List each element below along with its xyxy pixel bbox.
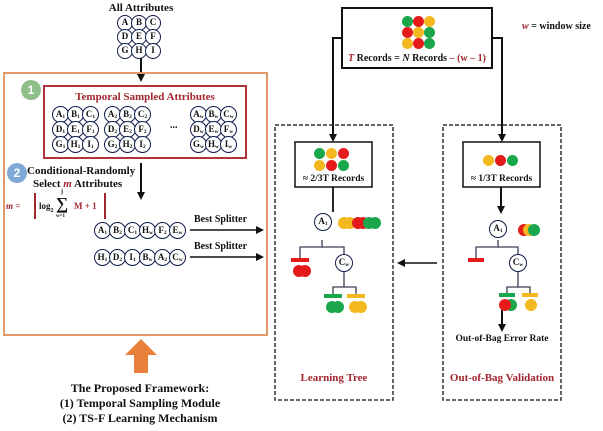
best-splitter-label-2: Best Splitter <box>194 241 248 252</box>
attribute-node: Cw <box>169 249 186 266</box>
attributes-text: Attributes <box>71 178 123 190</box>
yellow-record-dot <box>326 148 337 159</box>
lt-tree-edges <box>299 240 357 294</box>
floor-right <box>104 193 106 219</box>
attribute-node: I2 <box>134 136 151 153</box>
yellow-record-dot <box>413 27 424 38</box>
records-tail: – (w – 1) <box>449 53 486 64</box>
attribute-node: I1 <box>82 136 99 153</box>
red-record-dot <box>402 27 413 38</box>
green-record-dot <box>507 155 518 166</box>
t-var: T <box>348 53 355 64</box>
attribute-node: Bw <box>205 106 222 123</box>
lt-records-label: ≈ 2/3T Records <box>302 174 365 184</box>
green-record-dot <box>402 16 413 27</box>
learning-tree-panel <box>274 124 394 401</box>
attribute-node: C1 <box>82 106 99 123</box>
red-record-dot <box>338 148 349 159</box>
window-size-legend: w = window size <box>522 21 591 32</box>
attribute-node: I <box>145 43 161 59</box>
lt-leaf-bar-yellow <box>347 294 365 298</box>
oob-leaf-bar-red <box>468 258 484 262</box>
all-attributes-title: All Attributes <box>108 2 174 14</box>
lt-leaf-bar-green <box>324 294 342 298</box>
floor-left <box>34 193 36 219</box>
orange-up-arrow <box>125 339 157 373</box>
green-record-dot <box>424 27 435 38</box>
select-text: Select <box>33 178 64 190</box>
oob-error-rate-label: Out-of-Bag Error Rate <box>455 334 549 344</box>
attribute-node: D2 <box>104 121 121 138</box>
oob-validation-title: Out-of-Bag Validation <box>449 372 555 384</box>
formula-rhs: M + 1 <box>74 201 97 211</box>
lt-leaf-bar-red <box>291 258 309 262</box>
oob-root-node: A1 <box>489 220 507 238</box>
learning-tree-title: Learning Tree <box>300 372 368 384</box>
yellow-record-dot <box>402 38 413 49</box>
connector-right <box>492 37 503 140</box>
connector-left <box>332 37 342 140</box>
attribute-node: Gw <box>190 136 207 153</box>
framework-caption: The Proposed Framework: (1) Temporal Sam… <box>40 381 240 426</box>
oob-leaf-bar-yellow <box>522 293 538 297</box>
caption-line-2: (1) Temporal Sampling Module <box>59 396 221 410</box>
oob-panel <box>442 124 562 401</box>
best-splitter-label-1: Best Splitter <box>194 214 248 225</box>
attribute-node: F1 <box>82 121 99 138</box>
temporal-sampled-title: Temporal Sampled Attributes <box>75 91 215 103</box>
sum-symbol: ∑ <box>56 194 69 213</box>
lt-root-node: A1 <box>314 213 332 231</box>
caption-line-3: (2) TS-F Learning Mechanism <box>62 411 218 425</box>
green-record-dot <box>338 160 349 171</box>
n-var: N <box>402 53 410 64</box>
formula-log: log2 <box>39 201 54 214</box>
attribute-node: B2 <box>109 222 126 239</box>
yellow-record-dot <box>314 160 325 171</box>
step-2-title-line2: Select m Attributes <box>33 178 122 190</box>
lt-child-node: Cw <box>335 254 353 272</box>
red-record-dot <box>495 155 506 166</box>
ellipsis: ... <box>170 120 178 131</box>
m-var: m <box>63 178 72 190</box>
oob-records-label: ≈ 1/3T Records <box>470 174 533 184</box>
legend-text: = window size <box>528 21 591 32</box>
formula-lhs: m = <box>6 201 21 211</box>
oob-leaf-bar-green <box>499 293 515 297</box>
temporal-sampled-box <box>43 85 247 159</box>
yellow-record-dot <box>483 155 494 166</box>
caption-line-1: The Proposed Framework: <box>70 381 210 395</box>
framework-box <box>3 72 268 336</box>
red-record-dot <box>413 38 424 49</box>
attribute-node: Iw <box>220 136 237 153</box>
sum-upper: j <box>61 189 63 195</box>
oob-child-node: Cw <box>509 254 527 272</box>
green-record-dot <box>314 148 325 159</box>
oob-tree-edges <box>475 240 531 293</box>
sum-lower: w=1 <box>56 214 65 219</box>
attribute-node: Ew <box>169 222 186 239</box>
step-2-badge: 2 <box>7 163 27 183</box>
yellow-record-dot <box>424 16 435 27</box>
red-record-dot <box>326 160 337 171</box>
step-2-title-line1: Conditional-Randomly <box>27 165 136 177</box>
green-record-dot <box>424 38 435 49</box>
records-formula: T Records = N Records – (w – 1) <box>348 53 486 64</box>
red-record-dot <box>413 16 424 27</box>
legend-var: w <box>522 21 529 32</box>
step-1-badge: 1 <box>21 80 41 100</box>
